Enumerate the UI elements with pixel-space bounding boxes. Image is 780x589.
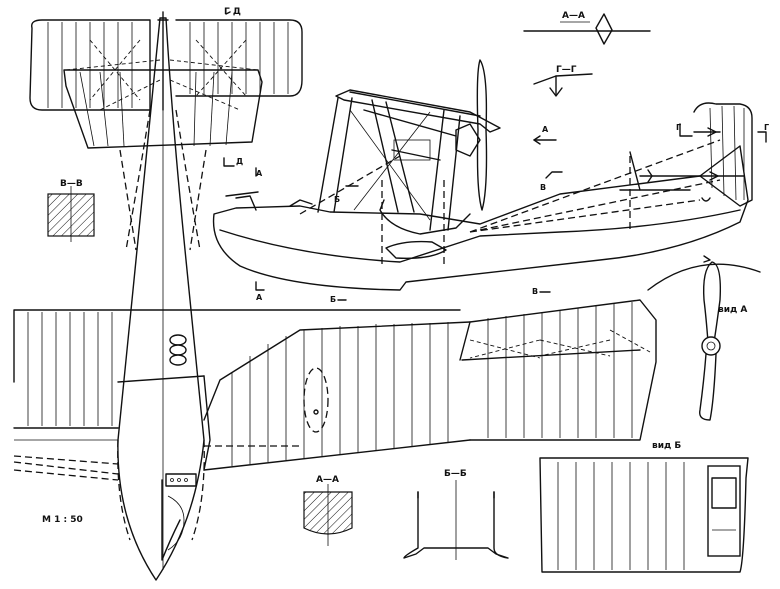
cut-mark-ticks	[223, 11, 767, 301]
top-view-wings	[13, 299, 657, 541]
side-view	[212, 59, 753, 291]
cut-mark-b-upper: Б	[334, 195, 340, 204]
arrow-a	[533, 135, 557, 145]
section-g-g	[533, 73, 593, 97]
cut-mark-v-upper: В	[540, 183, 546, 192]
label-g-d: Г Д	[224, 7, 241, 17]
cut-mark-v-lower: В	[532, 287, 538, 296]
label-v-v: В—В	[60, 179, 83, 189]
engine-cylinders	[169, 334, 187, 366]
label-a-a-top: А—А	[562, 11, 585, 21]
section-a-a-top	[523, 13, 651, 45]
cut-mark-a-upper: А	[256, 169, 263, 178]
view-b	[539, 457, 749, 573]
cut-mark-g-right: Г	[764, 123, 769, 132]
cut-mark-b-lower: Б	[330, 295, 336, 304]
section-v-v	[47, 186, 95, 242]
cut-mark-d: Д	[236, 157, 243, 166]
scale-label: М 1 : 50	[42, 515, 83, 525]
cut-mark-a-lower: А	[256, 293, 263, 302]
label-g-g: Г—Г	[556, 65, 577, 75]
cut-mark-g-left: Г	[676, 123, 681, 132]
label-view-b: вид Б	[652, 441, 681, 451]
section-a-a-bottom	[303, 484, 353, 546]
label-b-b: Б—Б	[444, 469, 467, 479]
label-a-a-bottom: А—А	[316, 475, 339, 485]
top-view-fuselage	[117, 17, 207, 581]
label-view-a: вид А	[718, 305, 747, 315]
propeller-view-a	[647, 255, 761, 421]
arrow-a-label: А	[542, 125, 549, 134]
top-view-tailplane	[29, 11, 303, 149]
section-b-b	[403, 480, 509, 560]
labels: Г Д А—А Г—Г В—В А—А Б—Б М 1 : 50 вид А в…	[42, 7, 769, 525]
